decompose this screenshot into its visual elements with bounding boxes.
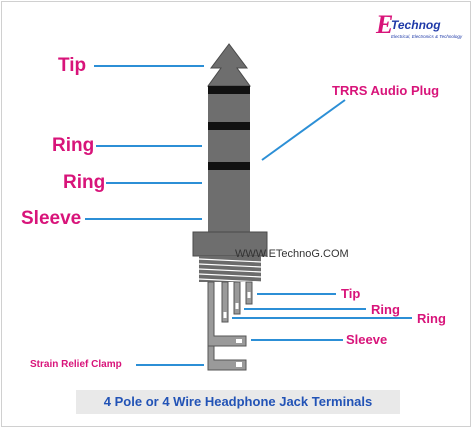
sleeve-terminal-hole	[236, 339, 242, 343]
terminal-label-clamp: Strain Relief Clamp	[30, 359, 122, 370]
thread-lines	[198, 258, 262, 283]
figure-caption: 4 Pole or 4 Wire Headphone Jack Terminal…	[76, 390, 400, 414]
insulator-ring-3	[208, 162, 250, 170]
plug-tip	[207, 43, 251, 87]
ring2-terminal-hole	[223, 312, 227, 318]
terminal-label-sleeve: Sleeve	[346, 332, 388, 347]
logo-letter: E	[376, 10, 394, 39]
plug-leader-lines	[85, 65, 346, 220]
ring2-terminal	[221, 281, 229, 323]
plug-title: TRRS Audio Plug	[332, 83, 440, 98]
tip-terminal-hole	[247, 292, 251, 298]
terminal-label-tip: Tip	[341, 286, 361, 301]
insulator-ring-2	[208, 122, 250, 130]
watermark: WWW.ETechnoG.COM	[235, 248, 349, 260]
insulator-ring-1	[208, 86, 250, 94]
label-tip: Tip	[58, 55, 87, 76]
plug-sleeve	[208, 170, 250, 232]
terminal-leader-lines	[136, 293, 412, 366]
plug-collar	[192, 231, 268, 257]
ring1-terminal	[233, 281, 241, 315]
terminal-label-ring-2: Ring	[417, 311, 446, 326]
label-ring-2: Ring	[63, 172, 106, 193]
plug-ring-1	[208, 94, 250, 122]
label-ring-1: Ring	[52, 135, 95, 156]
label-sleeve: Sleeve	[21, 208, 82, 229]
plug-ring-2	[208, 130, 250, 162]
logo-name: Technog	[391, 18, 441, 32]
ring1-terminal-hole	[235, 303, 239, 309]
terminal-label-ring-1: Ring	[371, 302, 400, 317]
clamp-hole	[236, 362, 242, 367]
logo-tagline: Electrical, Electronics & Technology	[391, 34, 463, 39]
etechnog-logo: E Technog Electrical, Electronics & Tech…	[376, 10, 468, 50]
